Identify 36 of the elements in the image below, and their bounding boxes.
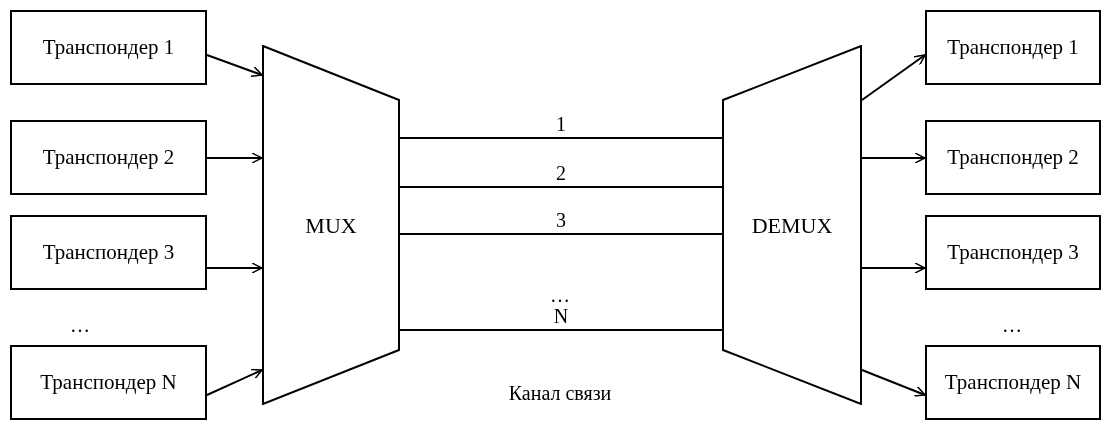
box-label: Транспондер 3: [947, 238, 1079, 266]
box-label: Транспондер N: [944, 368, 1082, 396]
transponder-box: [10, 120, 207, 195]
box-label: Транспондер 2: [947, 143, 1079, 171]
transponder-box: [10, 345, 207, 420]
channel-line: [399, 233, 723, 235]
transponder-box: [925, 10, 1101, 85]
box-label: Транспондер N: [40, 368, 177, 396]
channel-caption: Канал связи: [508, 383, 612, 403]
ellipsis-label: …: [1002, 315, 1022, 335]
arrow: [861, 152, 926, 164]
arrow: [206, 262, 263, 274]
multiplexer-trapezoid: [262, 45, 400, 405]
box-label: Транспондер 3: [42, 238, 175, 266]
arrow: [206, 54, 263, 78]
ellipsis-label: …: [70, 315, 90, 335]
transponder-box: [925, 120, 1101, 195]
box-label: Транспондер 1: [42, 33, 175, 61]
device-label: MUX: [305, 211, 357, 240]
transponder-box: [10, 10, 207, 85]
box-label: Транспондер 1: [947, 33, 1079, 61]
arrow: [206, 368, 263, 396]
transponder-box: [925, 215, 1101, 290]
demultiplexer-trapezoid: [722, 45, 862, 405]
device-label: DEMUX: [751, 211, 833, 240]
arrow: [861, 54, 926, 101]
channel-line: [399, 137, 723, 139]
arrow: [861, 262, 926, 274]
channel-line: [399, 329, 723, 331]
box-label: Транспондер 2: [42, 143, 175, 171]
transponder-box: [925, 345, 1101, 420]
arrow: [861, 369, 926, 397]
transponder-box: [10, 215, 207, 290]
arrow: [206, 152, 263, 164]
channel-line: [399, 186, 723, 188]
ellipsis-label: …: [550, 285, 570, 305]
